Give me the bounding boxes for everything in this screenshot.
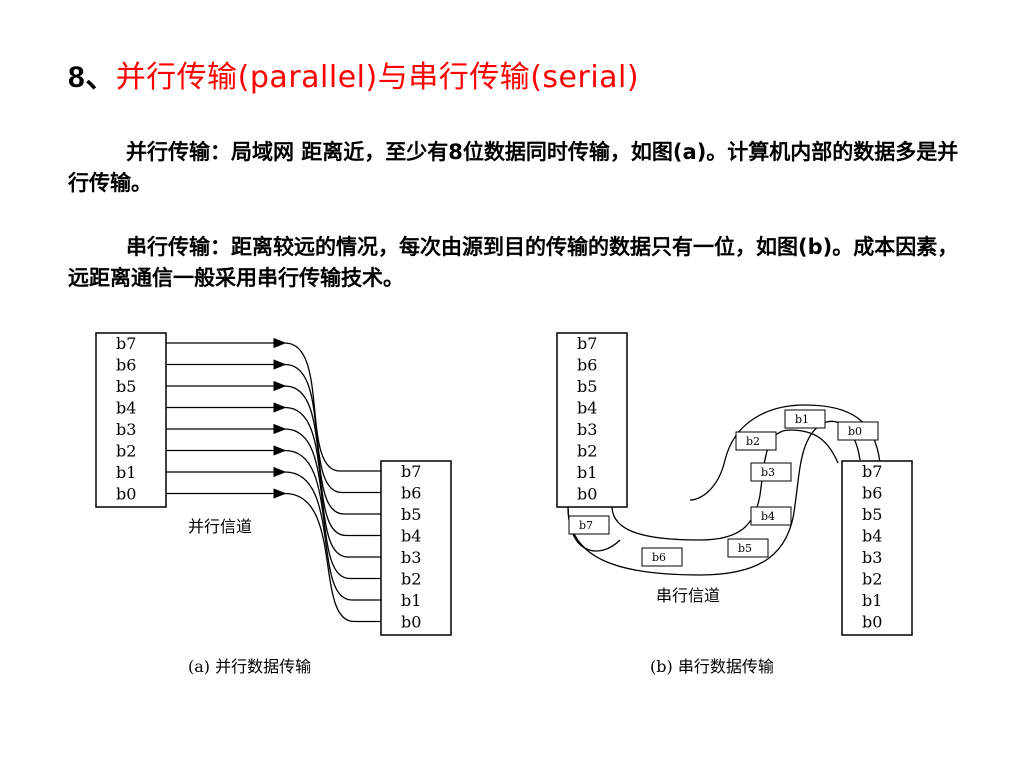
figure-a-source-bit-b0: b0 [116, 485, 136, 504]
figure-a-wire [284, 471, 381, 601]
paragraph-parallel-colon: ： [210, 140, 231, 164]
figure-b-channel-inner [611, 429, 839, 541]
figure-b-destination-bit-b4: b4 [862, 527, 882, 546]
figure-b-channel-bit-box [750, 506, 792, 526]
paragraph-serial-term: 串行传输 [126, 235, 210, 259]
figure-b-channel-bit-box [735, 431, 777, 451]
figure-a-destination-bit-b7: b7 [401, 462, 421, 481]
figure-b-channel-bit-b7: b7 [579, 519, 593, 532]
paragraph-parallel-text: 局域网 距离近，至少有8位数据同时传输，如图(a)。计算机内部的数据多是并行传输… [68, 140, 959, 195]
figure-b-destination-bit-b0: b0 [862, 613, 882, 632]
figure-b-destination-bit-b2: b2 [862, 570, 882, 589]
title-text: 并行传输(parallel)与串行传输(serial) [115, 60, 640, 95]
figure-a-wire [284, 363, 381, 494]
figure-a-destination-bit-b6: b6 [401, 484, 421, 503]
figure-a-wire [284, 342, 381, 472]
figure-b-channel-bit-b3: b3 [761, 466, 775, 479]
figure-b-destination-bit-b1: b1 [862, 591, 882, 610]
figure-b-source-bit-b4: b4 [577, 399, 597, 418]
figure-a-destination-bit-b0: b0 [401, 613, 421, 632]
figure-b-channel-bit-b1: b1 [795, 413, 809, 426]
paragraph-parallel: 并行传输：局域网 距离近，至少有8位数据同时传输，如图(a)。计算机内部的数据多… [68, 137, 968, 199]
paragraph-serial: 串行传输：距离较远的情况，每次由源到目的传输的数据只有一位，如图(b)。成本因素… [68, 232, 968, 294]
figure-a-destination-bit-b3: b3 [401, 548, 421, 567]
figure-a-destination-bit-b1: b1 [401, 591, 421, 610]
figure-b-source-bit-b7: b7 [577, 334, 597, 353]
figure-a-wire [284, 406, 381, 537]
figure-b-source-bit-b5: b5 [577, 377, 597, 396]
figure-b-source-register [556, 332, 628, 508]
figure-b-caption: (b) 串行数据传输 [650, 657, 774, 676]
page-title: 8、并行传输(parallel)与串行传输(serial) [68, 52, 639, 96]
title-number: 8 [68, 61, 86, 94]
figure-b-channel-bit-box [837, 421, 879, 441]
figure-a-wire [284, 449, 381, 580]
figure-b-channel-label: 串行信道 [656, 586, 720, 605]
figure-a-source-bit-b4: b4 [116, 399, 136, 418]
figure-a-source-bit-b3: b3 [116, 420, 136, 439]
figure-b-channel-bit-box [568, 515, 610, 535]
paragraph-parallel-term: 并行传输 [126, 140, 210, 164]
figure-b-source-bit-b3: b3 [577, 420, 597, 439]
figure-b-channel-bit-b2: b2 [746, 435, 760, 448]
figure-b-source-bit-b2: b2 [577, 442, 597, 461]
figure-b-channel-bit-b6: b6 [652, 551, 666, 564]
figure-b-source-bit-b0: b0 [577, 485, 597, 504]
figure-a-source-bit-b6: b6 [116, 356, 136, 375]
figure-b-destination-bit-b7: b7 [862, 462, 882, 481]
figure-b-channel-bit-box [641, 547, 683, 567]
figure-b-source-bit-b1: b1 [577, 463, 597, 482]
figure-a-source-bit-b1: b1 [116, 463, 136, 482]
figure-b-channel-bit-box [784, 409, 826, 429]
figure-b-destination-bit-b5: b5 [862, 505, 882, 524]
paragraph-serial-text: 距离较远的情况，每次由源到目的传输的数据只有一位，如图(b)。成本因素，远距离通… [68, 235, 959, 290]
figure-a-source-register [95, 332, 167, 508]
figure-b-destination-bit-b6: b6 [862, 484, 882, 503]
figure-a-source-bit-b2: b2 [116, 442, 136, 461]
figure-b-source-bit-b6: b6 [577, 356, 597, 375]
figure-b-channel-bit-b4: b4 [761, 510, 775, 523]
figure-a-destination-register [380, 460, 452, 636]
paragraph-serial-colon: ： [210, 235, 231, 259]
title-separator: 、 [85, 60, 116, 95]
figure-b-destination-register [841, 460, 913, 636]
figure-b-channel-bit-box [750, 462, 792, 482]
figure-a-destination-bit-b4: b4 [401, 527, 421, 546]
figure-a-source-bit-b7: b7 [116, 334, 136, 353]
figure-a-destination-bit-b2: b2 [401, 570, 421, 589]
figure-a-destination-bit-b5: b5 [401, 505, 421, 524]
figure-a-channel-label: 并行信道 [188, 517, 252, 536]
figure-b-channel-bit-b0: b0 [848, 425, 862, 438]
figure-a-wire [284, 492, 381, 623]
figure-b-channel-bit-box [727, 538, 769, 558]
figure-a-wire [284, 428, 381, 558]
figure-a-wire [284, 385, 381, 515]
figure-b-destination-bit-b3: b3 [862, 548, 882, 567]
figure-a-source-bit-b5: b5 [116, 377, 136, 396]
figure-a-caption: (a) 并行数据传输 [188, 657, 311, 676]
figure-b-channel-bit-b5: b5 [738, 542, 752, 555]
